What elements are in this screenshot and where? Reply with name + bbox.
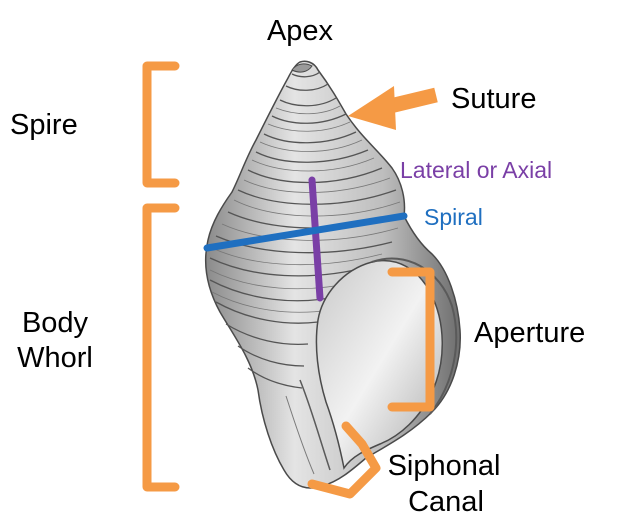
body-whorl-bracket — [147, 208, 175, 487]
apex-label: Apex — [267, 15, 334, 47]
spire-bracket — [147, 66, 175, 183]
siphonal-canal-label-line1: Siphonal — [388, 450, 501, 482]
siphonal-canal-label-line2: Canal — [408, 486, 484, 518]
body-whorl-label-line1: Body — [22, 307, 89, 339]
body-whorl-label-line2: Whorl — [17, 342, 93, 374]
aperture-label: Aperture — [474, 317, 585, 349]
suture-label: Suture — [451, 83, 536, 115]
spiral-label: Spiral — [424, 204, 483, 230]
suture-arrow — [348, 86, 436, 130]
lateral-axial-label: Lateral or Axial — [400, 157, 552, 183]
spire-label: Spire — [10, 109, 78, 141]
